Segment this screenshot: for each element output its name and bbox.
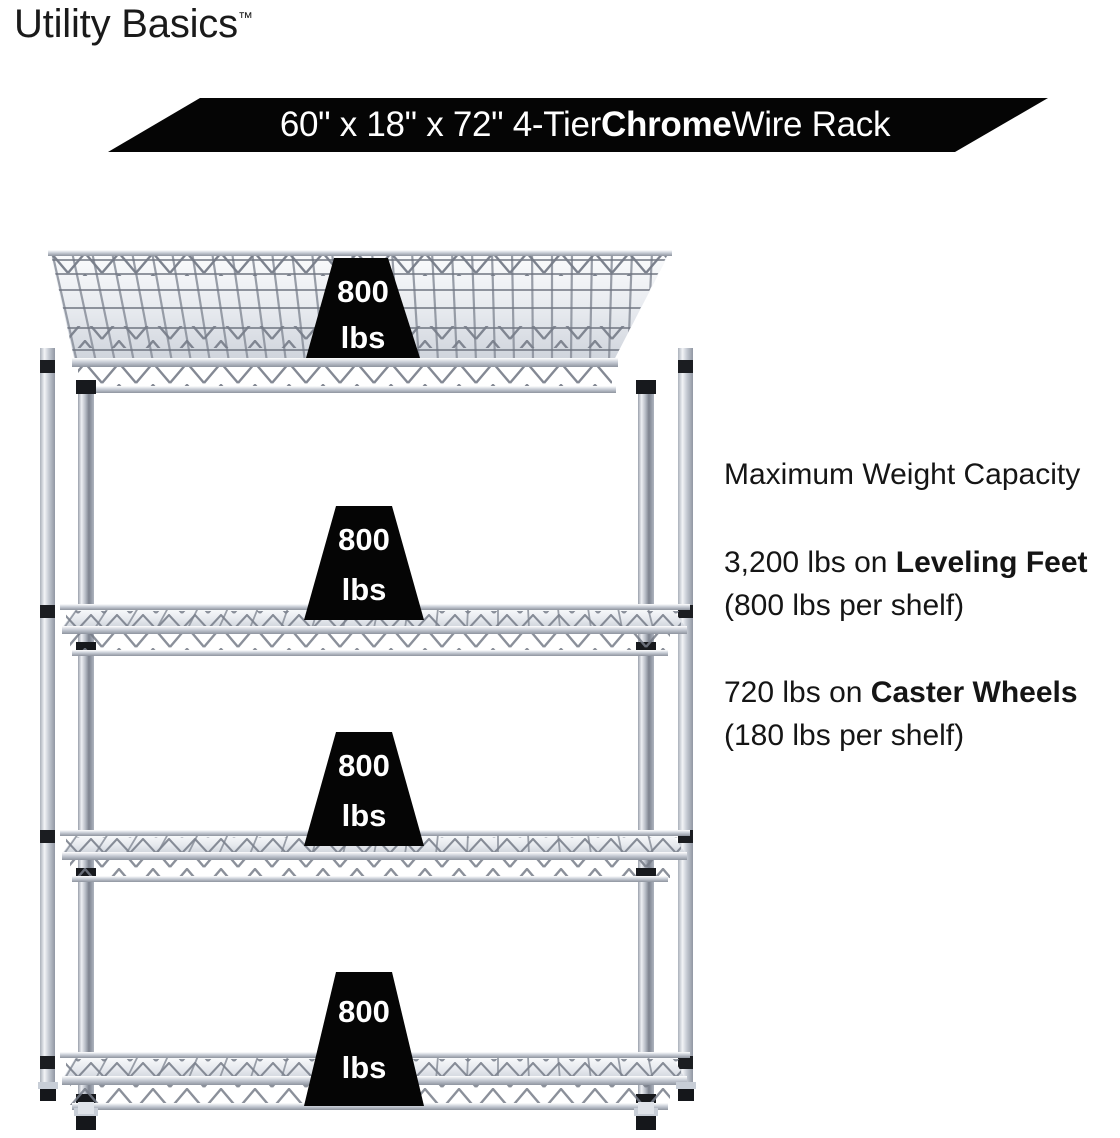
- trademark-symbol: ™: [237, 9, 253, 27]
- banner-text-prefix: 60" x 18" x 72" 4-Tier: [279, 105, 602, 144]
- banner-background-shape: [108, 98, 1048, 152]
- badge-2-unit: lbs: [342, 572, 387, 607]
- badge-2-value: 800: [338, 522, 390, 557]
- weight-badge-shelf-2: 800 lbs: [304, 506, 424, 620]
- product-title-banner: 60" x 18" x 72" 4-Tier Chrome Wire Rack: [108, 98, 1048, 152]
- badge-4-value: 800: [338, 994, 390, 1029]
- leveling-feet-tail: (800 lbs per shelf): [724, 589, 965, 622]
- post-back-left: [40, 348, 55, 1090]
- leveling-foot-back-right: [676, 1082, 696, 1101]
- badge-3-unit: lbs: [342, 798, 387, 833]
- banner-text-suffix: Wire Rack: [731, 105, 891, 144]
- badge-3-value: 800: [338, 748, 390, 783]
- badge-1-value: 800: [337, 274, 389, 309]
- leveling-feet-capacity: 3,200 lbs on Leveling Feet (800 lbs per …: [724, 541, 1120, 627]
- weight-badge-shelf-3: 800 lbs: [304, 732, 424, 846]
- brand-name: Utility Basics: [14, 2, 238, 46]
- leveling-foot-front-right: [634, 1102, 658, 1130]
- leveling-foot-back-left: [38, 1082, 58, 1101]
- weight-capacity-copy: Maximum Weight Capacity 3,200 lbs on Lev…: [724, 455, 1120, 801]
- badge-1-unit: lbs: [341, 320, 386, 355]
- post-front-right: [636, 380, 656, 1120]
- weight-badge-shelf-1: 800 lbs: [306, 258, 420, 358]
- post-back-right: [678, 348, 693, 1090]
- badge-4-unit: lbs: [342, 1050, 387, 1085]
- caster-wheels-bold: Caster Wheels: [870, 676, 1078, 709]
- caster-wheels-capacity: 720 lbs on Caster Wheels (180 lbs per sh…: [724, 671, 1120, 757]
- leveling-feet-lead: 3,200 lbs on: [724, 546, 896, 579]
- leveling-foot-front-left: [74, 1102, 98, 1130]
- post-front-left: [76, 380, 96, 1120]
- brand-title: Utility Basics™: [14, 2, 253, 47]
- caster-wheels-tail: (180 lbs per shelf): [724, 719, 965, 752]
- copy-heading: Maximum Weight Capacity: [724, 458, 1081, 491]
- weight-badge-shelf-4: 800 lbs: [304, 972, 424, 1106]
- wire-rack-illustration: 800 lbs 800 lbs 800 lbs 800 lbs: [0, 230, 740, 1138]
- caster-wheels-lead: 720 lbs on: [724, 676, 871, 709]
- banner-text: 60" x 18" x 72" 4-Tier Chrome Wire Rack: [108, 98, 1048, 152]
- banner-text-bold: Chrome: [601, 105, 732, 144]
- leveling-feet-bold: Leveling Feet: [895, 546, 1088, 579]
